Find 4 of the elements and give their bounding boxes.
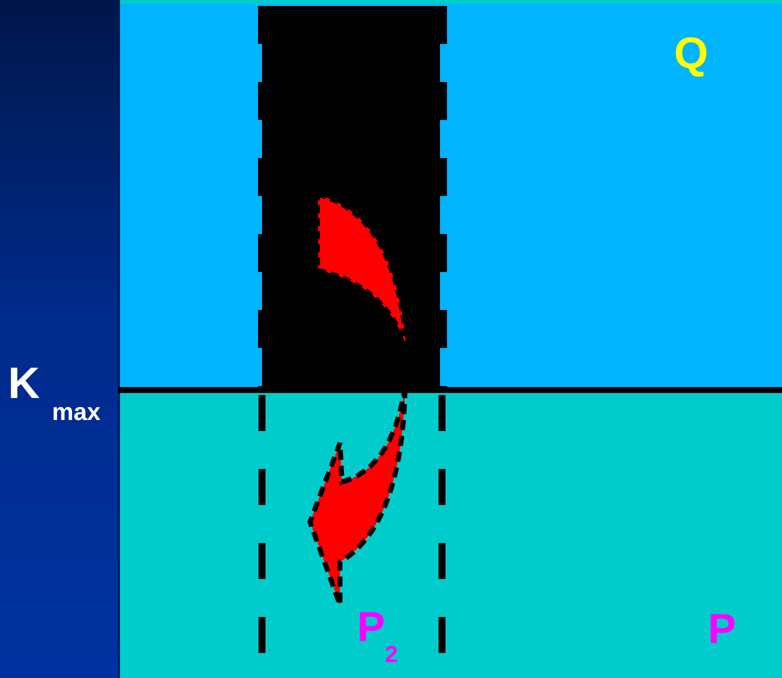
axis-label: K $_{max}$: [8, 362, 100, 425]
region-label: Q: [674, 32, 708, 76]
region-label: P: [708, 608, 736, 650]
region-label: P$_{2}$: [357, 606, 398, 666]
